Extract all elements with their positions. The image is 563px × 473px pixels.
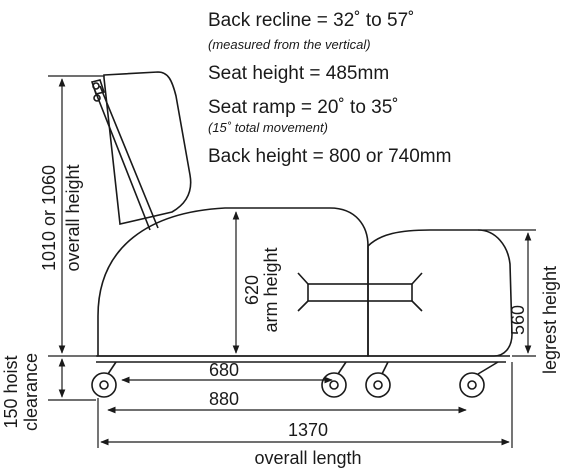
caster-4	[459, 361, 499, 398]
overall-height-label: overall height	[63, 164, 83, 271]
overall-length-value: 1370	[288, 420, 328, 440]
caster-3	[365, 361, 391, 398]
back-recline-note: (measured from the vertical)	[208, 37, 371, 52]
seat-depth-value: 680	[209, 360, 239, 380]
overall-length-label: overall length	[254, 448, 361, 468]
back-recline-spec: Back recline = 32˚ to 57˚	[208, 10, 415, 31]
backrest-frame	[90, 79, 159, 231]
base-frame	[96, 355, 510, 363]
wheelbase-value: 880	[209, 389, 239, 409]
seat-body	[97, 207, 369, 357]
hoist-clearance-label: clearance	[21, 353, 41, 431]
overall-height-value: 1010 or 1060	[39, 165, 59, 271]
seat-ramp-spec: Seat ramp = 20˚ to 35˚	[208, 97, 399, 118]
legrest-bracket	[307, 283, 413, 302]
hoist-clearance-value: 150 hoist	[1, 355, 21, 428]
arm-height-label: arm height	[261, 247, 281, 332]
legrest-height-value: 560	[508, 305, 528, 335]
legrest-body	[367, 229, 513, 357]
seat-ramp-note: (15˚ total movement)	[208, 120, 328, 135]
seat-height-spec: Seat height = 485mm	[208, 63, 390, 84]
caster-1	[91, 361, 117, 398]
legrest-height-label: legrest height	[540, 266, 560, 374]
caster-2	[321, 361, 347, 398]
arm-height-value: 620	[242, 275, 262, 305]
backrest	[103, 71, 192, 225]
back-height-spec: Back height = 800 or 740mm	[208, 146, 452, 167]
